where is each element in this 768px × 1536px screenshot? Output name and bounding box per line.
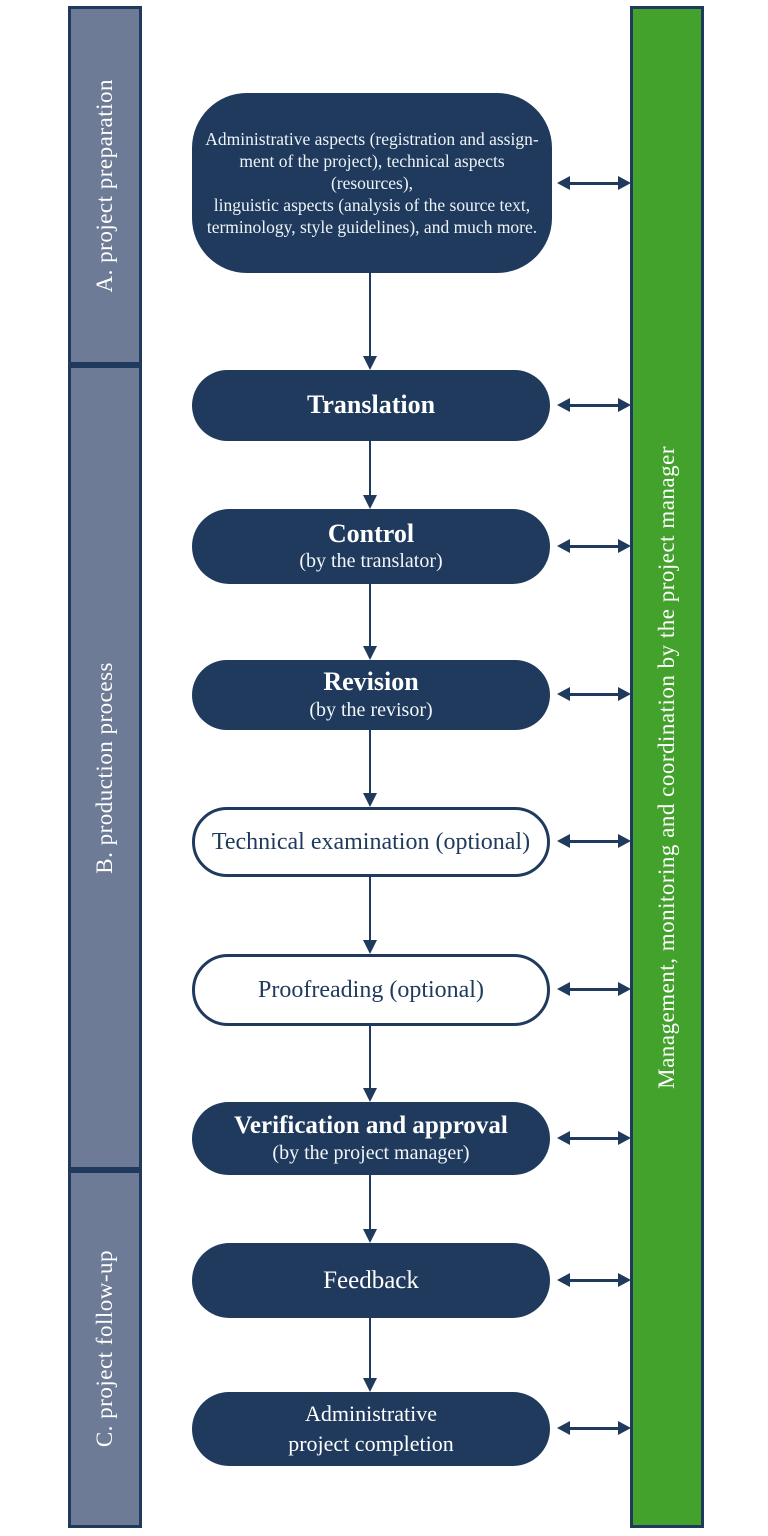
bidirectional-arrow-2 — [557, 398, 631, 412]
bidirectional-arrow-7 — [557, 1131, 631, 1145]
step-translation: Translation — [192, 370, 550, 441]
bidirectional-arrow-6 — [557, 982, 631, 996]
bidirectional-arrow-9 — [557, 1421, 631, 1435]
step-revision: Revision (by the revisor) — [192, 660, 550, 730]
step-verification-approval: Verification and approval (by the projec… — [192, 1102, 550, 1175]
step-verification-approval-subtitle: (by the project manager) — [272, 1141, 470, 1164]
step-admin-completion-title: Administrative project completion — [288, 1401, 454, 1456]
bidirectional-arrow-5 — [557, 834, 631, 848]
step-control-subtitle: (by the translator) — [299, 550, 443, 573]
step-feedback: Feedback — [192, 1243, 550, 1318]
step-revision-title: Revision — [323, 667, 419, 697]
manager-bar: Management, monitoring and coordination … — [630, 6, 704, 1528]
arrow-down-6 — [363, 1026, 377, 1102]
phase-b-bar: B. production process — [68, 365, 142, 1170]
phase-b-label: B. production process — [92, 661, 117, 874]
phase-a-bar: A. project preparation — [68, 6, 142, 365]
step-technical-examination-title: Technical examination (optional) — [211, 828, 531, 855]
bidirectional-arrow-1 — [557, 176, 631, 190]
arrow-down-8 — [363, 1318, 377, 1392]
step-verification-approval-title: Verification and approval — [234, 1112, 508, 1140]
step-proofreading-title: Proofreading (optional) — [258, 976, 484, 1003]
arrow-down-3 — [363, 584, 377, 660]
step-admin-completion: Administrative project completion — [192, 1392, 550, 1466]
step-revision-subtitle: (by the revisor) — [309, 698, 433, 721]
bidirectional-arrow-8 — [557, 1273, 631, 1287]
phase-c-bar: C. project follow-up — [68, 1170, 142, 1528]
bidirectional-arrow-3 — [557, 539, 631, 553]
step-project-preparation-text: Administrative aspects (registration and… — [205, 128, 539, 238]
step-proofreading: Proofreading (optional) — [192, 954, 550, 1026]
step-control: Control (by the translator) — [192, 509, 550, 584]
arrow-down-2 — [363, 441, 377, 509]
arrow-down-1 — [363, 273, 377, 370]
step-translation-title: Translation — [306, 390, 436, 420]
step-technical-examination: Technical examination (optional) — [192, 807, 550, 877]
step-project-preparation: Administrative aspects (registration and… — [192, 93, 552, 273]
step-control-title: Control — [327, 518, 415, 548]
manager-bar-label: Management, monitoring and coordination … — [654, 445, 679, 1089]
bidirectional-arrow-4 — [557, 687, 631, 701]
phase-c-label: C. project follow-up — [92, 1250, 117, 1448]
arrow-down-5 — [363, 877, 377, 954]
arrow-down-7 — [363, 1175, 377, 1243]
phase-a-label: A. project preparation — [92, 78, 117, 293]
arrow-down-4 — [363, 730, 377, 807]
step-feedback-title: Feedback — [323, 1266, 419, 1294]
